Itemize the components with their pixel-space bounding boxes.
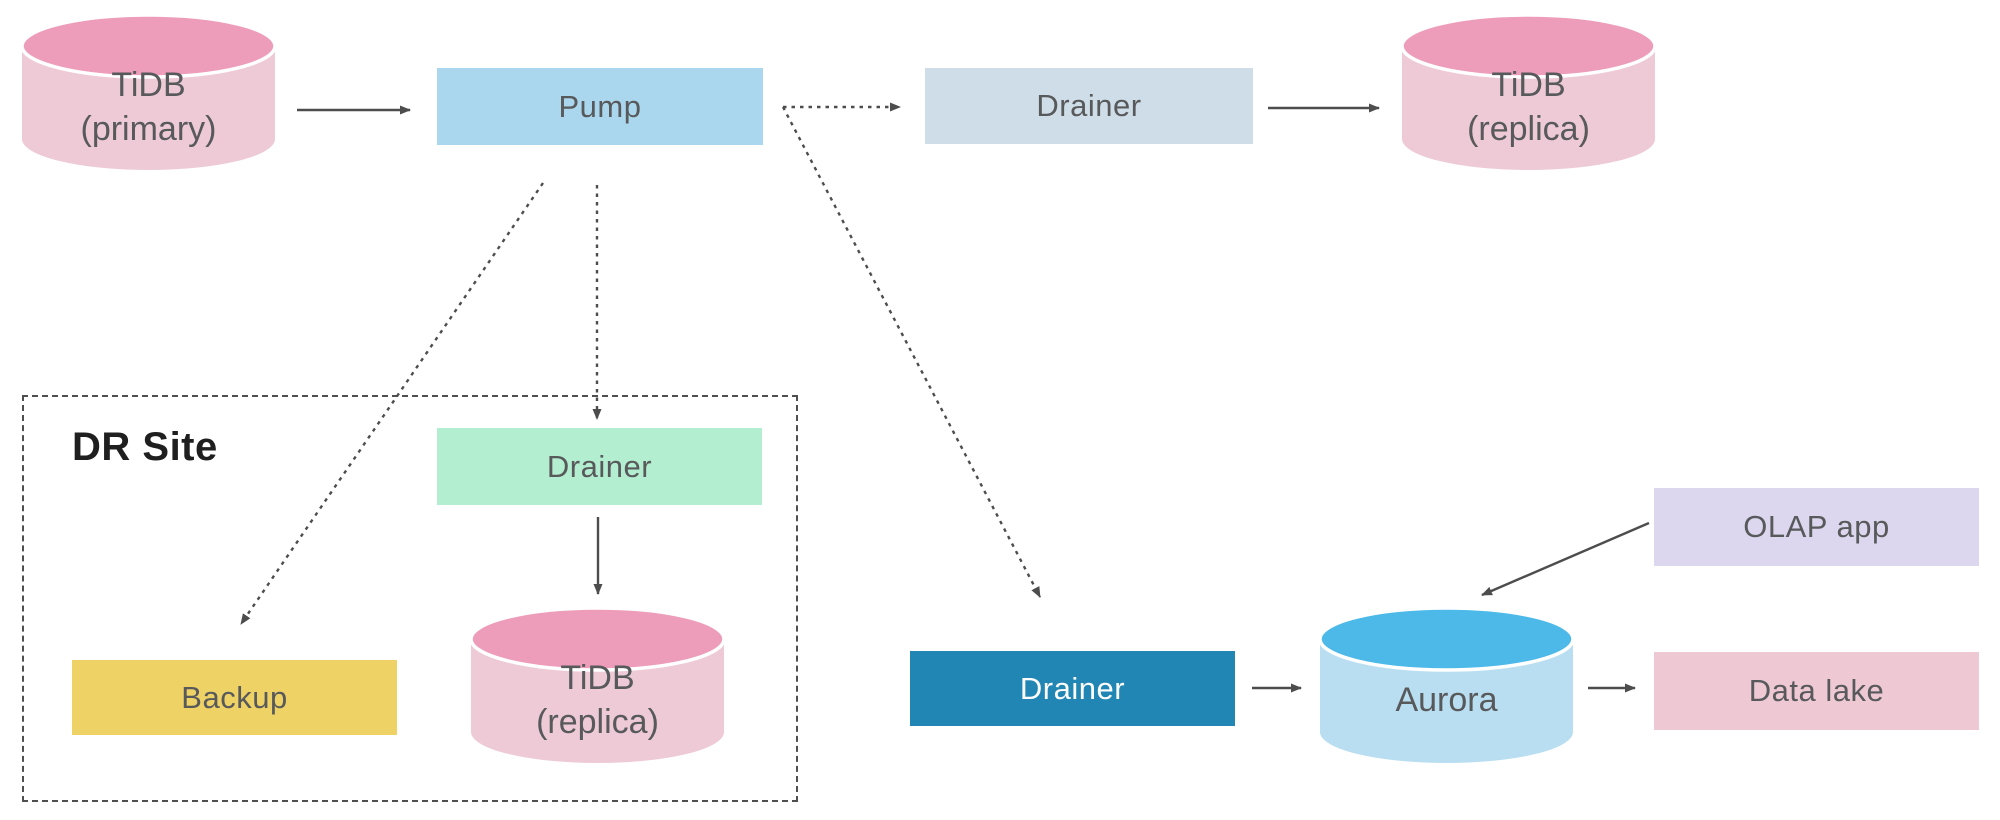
edge-pump-to-drainerolap [781,106,1042,598]
tidb-replica-dr-label: TiDB (replica) [536,659,659,741]
dr-site-group: DR Site [22,395,798,802]
dr-site-label: DR Site [72,425,218,469]
pump-node: Pump [437,68,763,145]
drainer-dr-site-node: Drainer [437,428,762,505]
backup-label: Backup [181,679,288,715]
tidb-primary-label: TiDB (primary) [80,66,217,148]
tidb-primary-database: TiDB (primary) [20,13,277,173]
backup-node: Backup [72,660,397,735]
aurora-database: Aurora [1318,606,1575,766]
edge-olapapp-to-aurora [1481,521,1650,597]
aurora-label: Aurora [1395,681,1498,719]
tidb-replica-label: TiDB (replica) [1467,66,1590,148]
drainer-olap-label: Drainer [1019,670,1126,706]
tidb-replica-dr-database: TiDB (replica) [469,606,726,766]
drainer-upstream-node: Drainer [925,68,1253,144]
pump-label: Pump [558,88,642,124]
data-lake-label: Data lake [1748,673,1885,708]
tidb-replica-database: TiDB (replica) [1400,13,1657,173]
database-cylinder-icon [1400,13,1657,170]
olap-app-label: OLAP app [1743,509,1890,544]
olap-app-node: OLAP app [1654,488,1979,566]
database-cylinder-icon [20,13,277,170]
drainer-dr-site-label: Drainer [546,448,653,484]
database-cylinder-icon [469,606,726,763]
data-lake-node: Data lake [1654,652,1979,730]
database-cylinder-icon [1318,606,1575,763]
drainer-upstream-label: Drainer [1036,88,1142,123]
drainer-olap-node: Drainer [910,651,1235,726]
